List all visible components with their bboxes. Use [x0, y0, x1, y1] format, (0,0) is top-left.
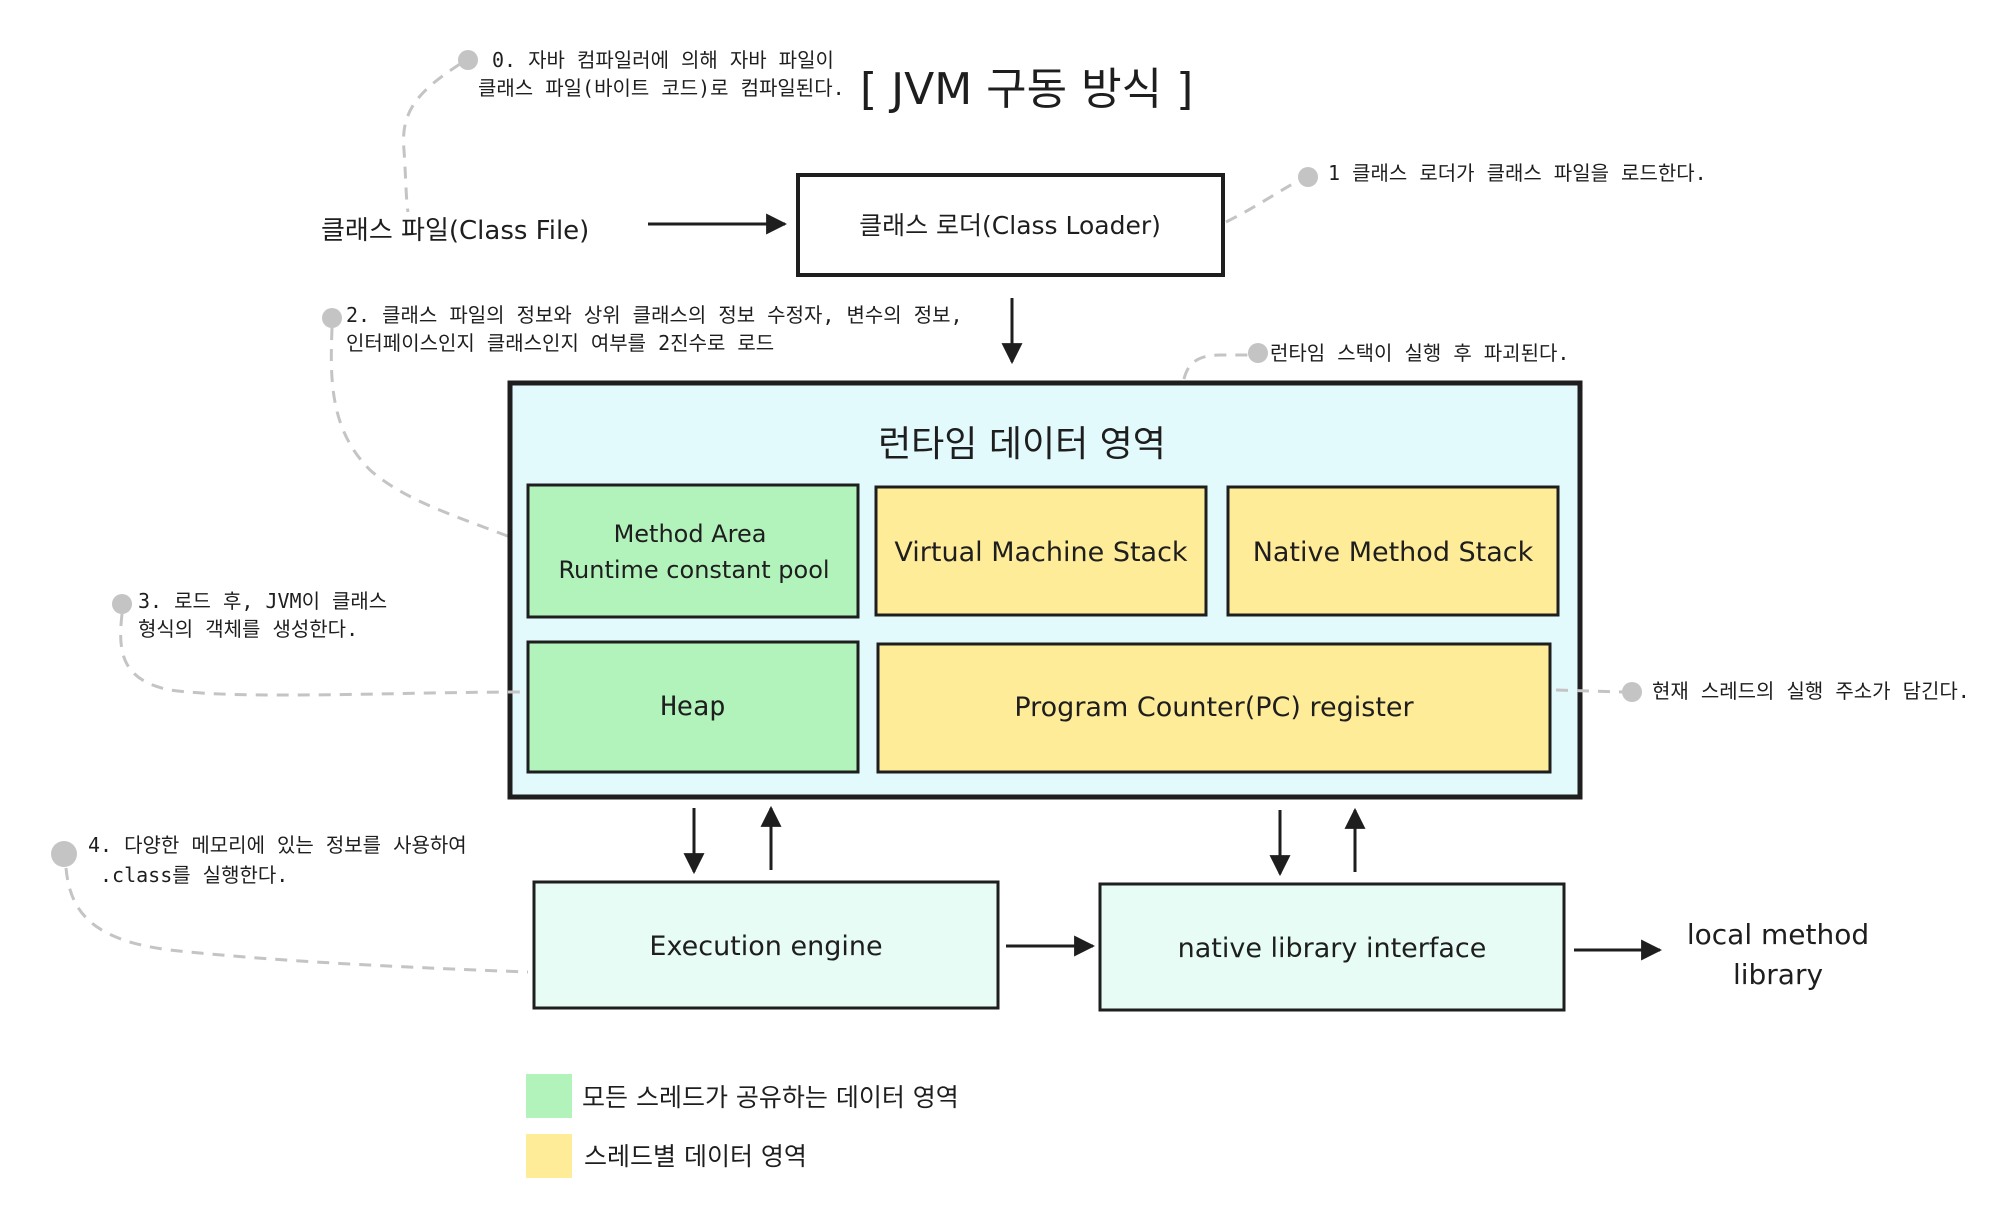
- stack-note-text: 런타임 스택이 실행 후 파괴된다.: [1270, 341, 1569, 365]
- note-2-connector: [329, 327, 531, 547]
- pc-note-connector: [1555, 688, 1626, 694]
- note-3-dot: [112, 594, 132, 614]
- note-4-connector: [64, 867, 529, 974]
- native-method-stack-box: [1226, 485, 1560, 617]
- note-2-dot: [322, 308, 342, 328]
- note-0-dot: [458, 50, 478, 70]
- note-2-line2: 인터페이스인지 클래스인지 여부를 2진수로 로드: [346, 331, 774, 355]
- stack-note-dot: [1248, 343, 1268, 363]
- class-file-label: 클래스 파일(Class File): [321, 216, 589, 246]
- method-area-box: [526, 483, 860, 619]
- local-method-library-line2: library: [1733, 958, 1823, 991]
- note-1-text: 1 클래스 로더가 클래스 파일을 로드한다.: [1328, 161, 1707, 185]
- note-3-connector: [119, 613, 526, 697]
- native-library-interface-box: [1098, 882, 1566, 1012]
- vm-stack-label: Virtual Machine Stack: [894, 537, 1188, 568]
- runtime-data-area-title: 런타임 데이터 영역: [878, 424, 1166, 465]
- note-1-dot: [1298, 167, 1318, 187]
- diagram-title: [ JVM 구동 방식 ]: [860, 64, 1193, 115]
- class-loader-box: [796, 173, 1225, 277]
- heap-box: [526, 640, 860, 774]
- pc-register-label: Program Counter(PC) register: [1014, 692, 1414, 723]
- note-0-connector: [402, 62, 461, 213]
- execution-engine-box: [532, 880, 1000, 1010]
- heap-label: Heap: [660, 691, 725, 722]
- native-method-stack-label: Native Method Stack: [1253, 537, 1534, 568]
- class-loader-label: 클래스 로더(Class Loader): [859, 211, 1161, 240]
- local-method-library-line1: local method: [1687, 918, 1869, 951]
- note-0-line2: 클래스 파일(바이트 코드)로 컴파일된다.: [478, 76, 845, 100]
- vm-stack-box: [874, 485, 1208, 617]
- pc-note-text: 현재 스레드의 실행 주소가 담긴다.: [1652, 679, 1970, 703]
- legend-thread-label: 스레드별 데이터 영역: [584, 1142, 807, 1171]
- method-area-label: Method Area: [614, 520, 767, 548]
- legend-shared-label: 모든 스레드가 공유하는 데이터 영역: [582, 1083, 959, 1112]
- note-3-line2: 형식의 객체를 생성한다.: [138, 617, 358, 641]
- execution-engine-label: Execution engine: [649, 931, 882, 962]
- note-3-line1: 3. 로드 후, JVM이 클래스: [138, 589, 387, 613]
- note-4-dot: [51, 841, 77, 867]
- pc-register-box: [876, 642, 1552, 774]
- note-4-line1: 4. 다양한 메모리에 있는 정보를 사용하여: [88, 833, 467, 857]
- native-library-interface-label: native library interface: [1178, 933, 1487, 964]
- note-1-connector: [1225, 176, 1305, 224]
- runtime-constant-pool-label: Runtime constant pool: [558, 556, 829, 584]
- legend-shared-swatch: [526, 1074, 572, 1118]
- note-4-line2: .class를 실행한다.: [100, 863, 288, 887]
- legend-thread-swatch: [526, 1134, 572, 1178]
- pc-note-dot: [1622, 682, 1642, 702]
- note-2-line1: 2. 클래스 파일의 정보와 상위 클래스의 정보 수정자, 변수의 정보,: [346, 303, 963, 327]
- note-0-line1: 0. 자바 컴파일러에 의해 자바 파일이: [492, 48, 834, 72]
